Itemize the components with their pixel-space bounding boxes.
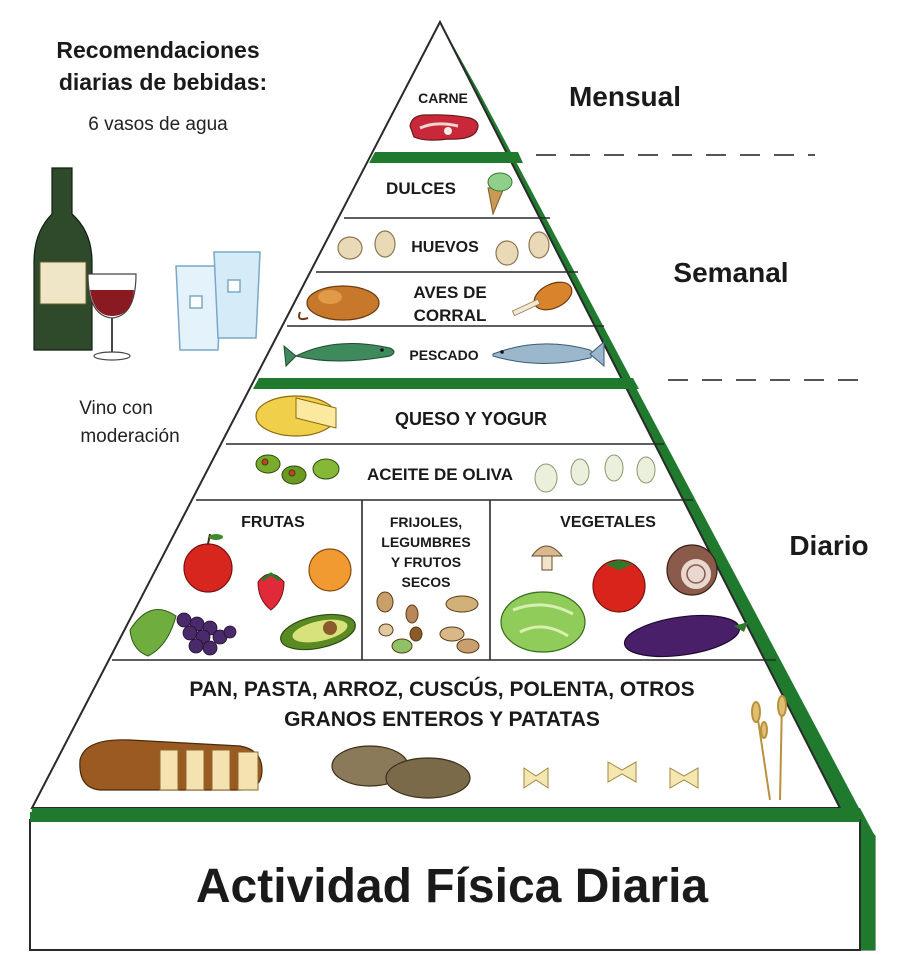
tier-label-pescado: PESCADO	[409, 347, 478, 363]
apple-icon	[183, 533, 233, 593]
tier-label-aceite: ACEITE DE OLIVA	[367, 465, 513, 484]
onion-icon	[666, 544, 718, 596]
tier-label-huevos: HUEVOS	[411, 239, 479, 256]
drinks-heading-line1: Recomendaciones	[56, 37, 259, 63]
tomato-icon	[592, 559, 646, 613]
cabbage-icon	[500, 591, 586, 653]
tier-label-frijoles-line4: SECOS	[401, 574, 450, 590]
mushroom-icon	[531, 545, 564, 571]
tier-label-queso: QUESO Y YOGUR	[395, 409, 547, 429]
avocado-icon	[280, 613, 356, 651]
peach-icon	[308, 548, 352, 592]
tier-label-granos-line2: GRANOS ENTEROS Y PATATAS	[284, 708, 600, 731]
eggs-icon	[337, 230, 550, 266]
pyramid-side-strip	[440, 22, 860, 818]
drinks-wine-note-line1: Vino con	[79, 398, 153, 419]
base-slab-side	[860, 818, 875, 950]
base-slab-front	[29, 819, 861, 951]
fish-right-icon	[492, 340, 605, 368]
frequency-daily: Diario	[789, 530, 868, 561]
weekly-separator-band	[253, 378, 639, 389]
monthly-separator-band	[369, 152, 523, 163]
tier-label-vegetales: VEGETALES	[560, 514, 656, 531]
tier-label-frutas: FRUTAS	[241, 514, 305, 531]
drumstick-icon	[511, 281, 573, 317]
wine-bottle-icon	[33, 167, 93, 351]
roast-chicken-icon	[298, 285, 380, 321]
grape-leaf-icon	[129, 609, 177, 657]
tier-label-aves-line1: AVES DE	[413, 283, 486, 302]
tier-label-frijoles-line1: FRIJOLES,	[390, 514, 462, 530]
drinks-wine-note-line2: moderación	[80, 426, 179, 447]
fish-left-icon	[283, 343, 395, 368]
tier-label-carne: CARNE	[418, 90, 468, 106]
ice-cream-cone-icon	[487, 172, 513, 216]
eggplant-icon	[623, 614, 748, 658]
tier-label-granos-line1: PAN, PASTA, ARROZ, CUSCÚS, POLENTA, OTRO…	[189, 677, 694, 701]
nuts-beans-icon	[376, 591, 480, 654]
tier-dividers	[112, 217, 776, 661]
tier-label-aves-line2: CORRAL	[414, 306, 487, 325]
frequency-monthly: Mensual	[569, 81, 681, 112]
garlic-cloves-icon	[534, 454, 656, 493]
tier-label-dulces: DULCES	[386, 179, 456, 198]
pasta-icon	[523, 761, 699, 789]
water-glasses-icon	[175, 251, 261, 351]
strawberry-icon	[257, 572, 285, 611]
olives-icon	[255, 454, 340, 485]
tier-label-frijoles-line3: Y FRUTOS	[391, 554, 461, 570]
bread-loaf-icon	[79, 739, 263, 791]
cheese-wheel-icon	[255, 395, 337, 437]
potatoes-icon	[331, 745, 471, 799]
base-slab-green-edge	[30, 812, 860, 822]
steak-icon	[409, 114, 479, 141]
grapes-icon	[176, 612, 237, 656]
drinks-heading-line2: diarias de bebidas:	[59, 69, 267, 95]
wheat-icon	[751, 695, 787, 801]
drinks-water-note: 6 vasos de agua	[88, 114, 228, 135]
frequency-weekly: Semanal	[673, 257, 788, 288]
wine-glass-icon	[87, 273, 137, 361]
tier-label-frijoles-line2: LEGUMBRES	[381, 534, 470, 550]
base-activity-label: Actividad Física Diaria	[196, 860, 709, 913]
